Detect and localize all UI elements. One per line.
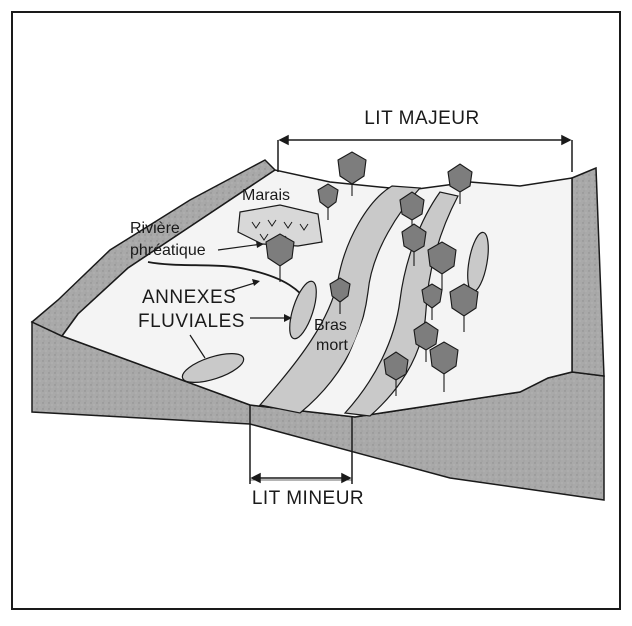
marais-label: Marais bbox=[242, 187, 290, 204]
lit-majeur-label: LIT MAJEUR bbox=[364, 108, 480, 129]
lit-mineur-label: LIT MINEUR bbox=[252, 488, 364, 509]
annexes-label-line2: FLUVIALES bbox=[138, 311, 245, 332]
riviere-label-line1: Rivière bbox=[130, 220, 180, 237]
bras-label-line2: mort bbox=[316, 337, 349, 354]
annexes-label-line1: ANNEXES bbox=[142, 287, 236, 308]
bras-label-line1: Bras bbox=[314, 317, 347, 334]
riviere-label-line2: phréatique bbox=[130, 242, 206, 259]
